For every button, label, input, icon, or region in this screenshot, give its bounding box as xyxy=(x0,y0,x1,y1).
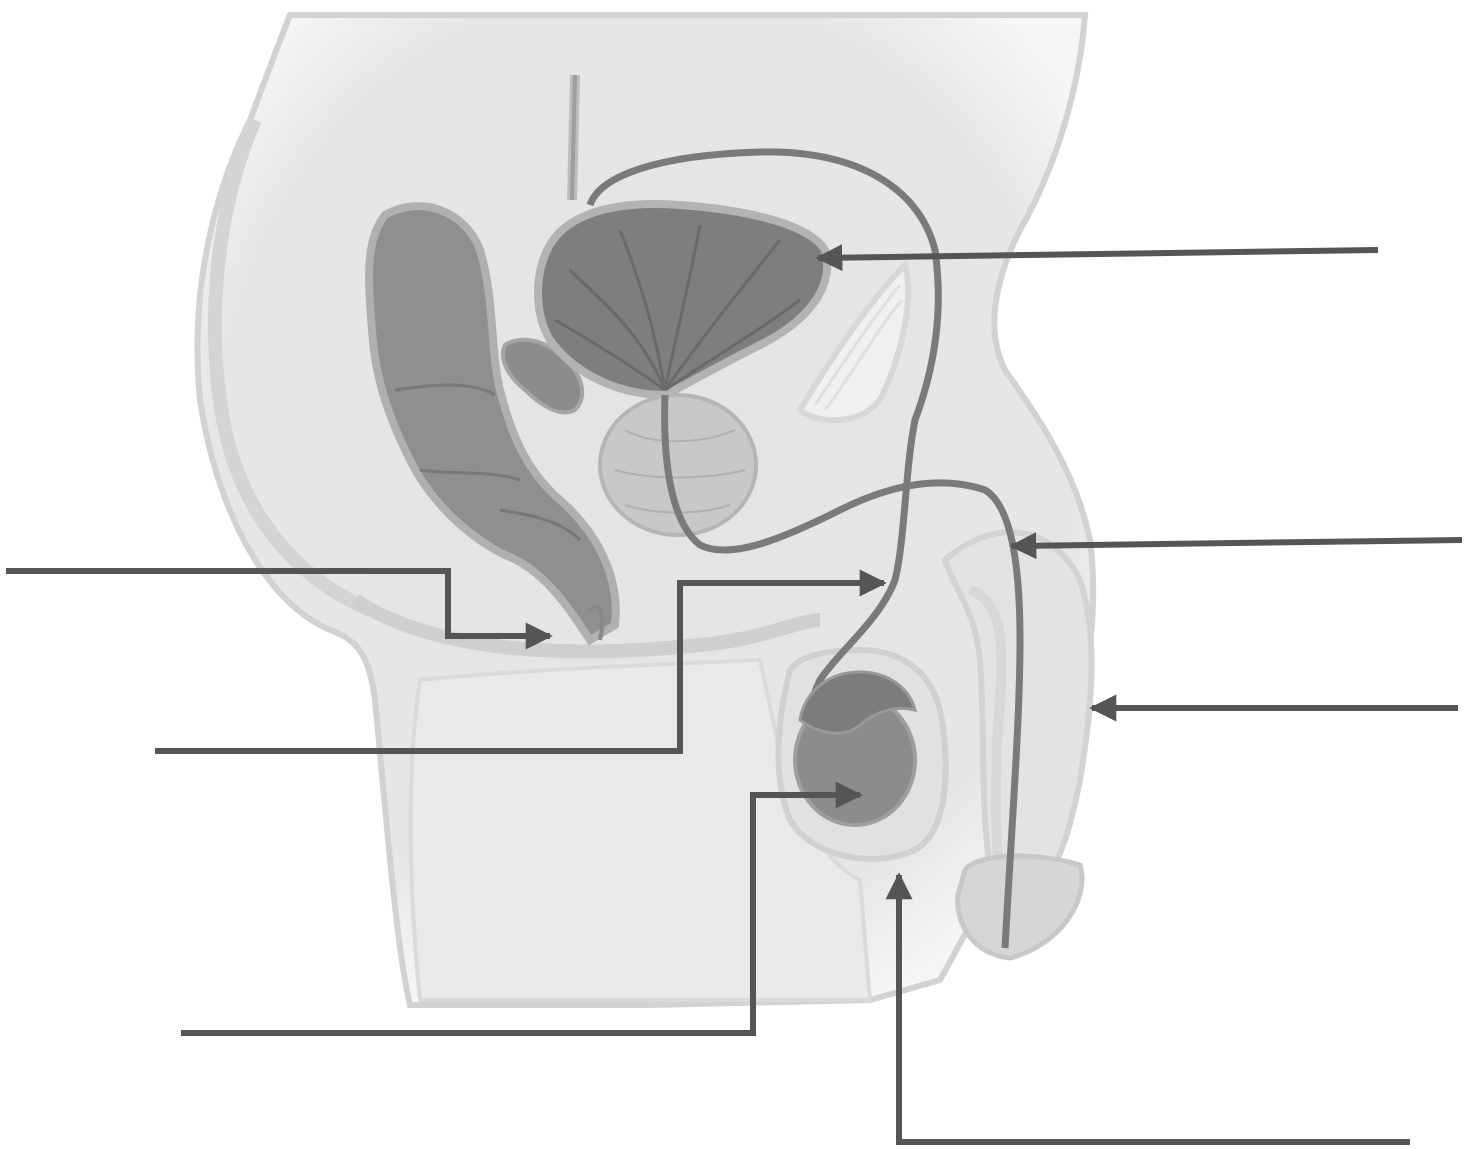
testis xyxy=(795,672,915,825)
